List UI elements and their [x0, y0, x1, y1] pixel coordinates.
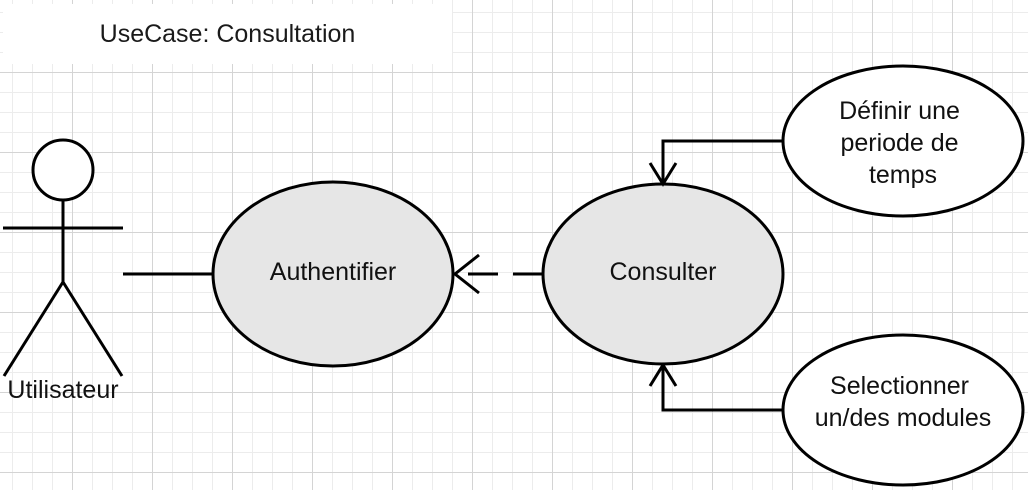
- actor-utilisateur[interactable]: [2, 138, 124, 377]
- use-case-authentifier[interactable]: Authentifier: [211, 180, 455, 368]
- label-line: un/des modules: [815, 404, 992, 432]
- actor-head: [31, 138, 95, 202]
- diagram-title-box: UseCase: Consultation: [3, 4, 452, 64]
- dependency-arrow: [452, 253, 543, 295]
- use-case-label: Authentifier: [270, 258, 396, 286]
- use-case-label: Selectionner un/des modules: [815, 372, 992, 432]
- actor-right-leg: [61, 281, 124, 377]
- label-line: periode de: [840, 129, 958, 157]
- diagram-title: UseCase: Consultation: [99, 19, 356, 48]
- use-case-consulter[interactable]: Consulter: [541, 182, 785, 366]
- label-line: Selectionner: [830, 372, 969, 400]
- connector-definir-to-consulter: [648, 139, 783, 187]
- use-case-label: Définir une periode de temps: [839, 97, 967, 189]
- actor-left-leg: [2, 281, 65, 377]
- use-case-label: Consulter: [610, 258, 717, 286]
- connector-selectionner-to-consulter: [648, 362, 783, 412]
- label-line: temps: [869, 161, 937, 189]
- actor-label: Utilisateur: [7, 376, 118, 404]
- use-case-selectionner-modules[interactable]: Selectionner un/des modules: [781, 333, 1025, 487]
- use-case-ellipse: [211, 180, 455, 368]
- use-case-definir-periode[interactable]: Définir une periode de temps: [781, 64, 1025, 218]
- label-line: Définir une: [839, 97, 960, 125]
